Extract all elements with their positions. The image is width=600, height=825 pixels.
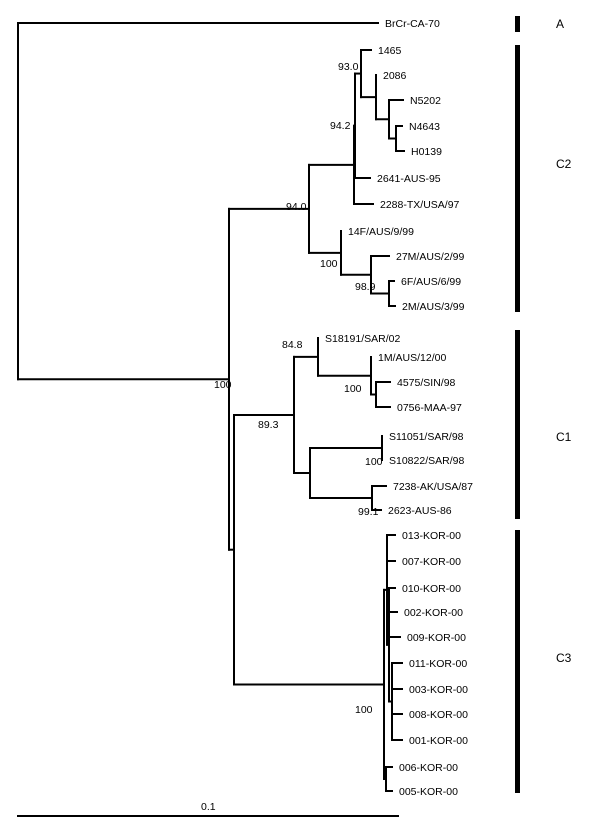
taxon-label-n5202: N5202 <box>410 95 441 107</box>
bootstrap-value: 100 <box>365 456 383 468</box>
taxon-label-2m-aus-3-99: 2M/AUS/3/99 <box>402 301 465 313</box>
clade-label-c3: C3 <box>556 651 572 665</box>
taxon-label-001-kor-00: 001-KOR-00 <box>409 735 468 747</box>
taxon-label-008-kor-00: 008-KOR-00 <box>409 709 468 721</box>
scale-bar: 0.1 <box>17 801 399 817</box>
taxon-label-002-kor-00: 002-KOR-00 <box>404 607 463 619</box>
bootstrap-value: 98.9 <box>355 281 376 293</box>
taxon-label-27m-aus-2-99: 27M/AUS/2/99 <box>396 251 464 263</box>
clade-bar-a <box>515 16 520 32</box>
taxon-label-s11051-sar-98: S11051/SAR/98 <box>389 431 464 443</box>
taxon-label-6f-aus-6-99: 6F/AUS/6/99 <box>401 276 461 288</box>
taxon-label-010-kor-00: 010-KOR-00 <box>402 583 461 595</box>
bootstrap-value: 93.0 <box>338 61 359 73</box>
taxon-label-2288-tx-usa-97: 2288-TX/USA/97 <box>380 199 460 211</box>
taxon-label-s18191-sar-02: S18191/SAR/02 <box>325 333 400 345</box>
taxon-label-s10822-sar-98: S10822/SAR/98 <box>389 455 464 467</box>
bootstrap-value: 94.2 <box>330 120 351 132</box>
taxon-label-n4643: N4643 <box>409 121 440 133</box>
clade-bar-c3 <box>515 530 520 793</box>
scale-label: 0.1 <box>201 801 216 813</box>
clade-label-a: A <box>556 17 564 31</box>
tree-branches <box>17 22 405 792</box>
bootstrap-value: 89.3 <box>258 419 279 431</box>
taxon-label-2641-aus-95: 2641-AUS-95 <box>377 173 441 185</box>
taxon-label-2623-aus-86: 2623-AUS-86 <box>388 505 452 517</box>
taxon-label-006-kor-00: 006-KOR-00 <box>399 762 458 774</box>
taxon-label-h0139: H0139 <box>411 146 442 158</box>
taxon-label-1465: 1465 <box>378 45 402 57</box>
taxon-label-0756-maa-97: 0756-MAA-97 <box>397 402 462 414</box>
taxon-label-2086: 2086 <box>383 70 407 82</box>
taxon-label-005-kor-00: 005-KOR-00 <box>399 786 458 798</box>
bootstrap-value: 100 <box>214 379 232 391</box>
bootstrap-value: 100 <box>355 704 373 716</box>
taxon-label-007-kor-00: 007-KOR-00 <box>402 556 461 568</box>
bootstrap-value: 94.0 <box>286 201 307 213</box>
bootstrap-value: 84.8 <box>282 339 303 351</box>
taxon-label-brcr-ca-70: BrCr-CA-70 <box>385 18 440 30</box>
bootstrap-value: 100 <box>344 383 362 395</box>
clade-label-c2: C2 <box>556 157 572 171</box>
clade-bar-c2 <box>515 45 520 312</box>
taxon-label-011-kor-00: 011-KOR-00 <box>409 658 467 670</box>
taxon-label-013-kor-00: 013-KOR-00 <box>402 530 461 542</box>
clade-label-c1: C1 <box>556 430 572 444</box>
taxon-label-7238-ak-usa-87: 7238-AK/USA/87 <box>393 481 473 493</box>
taxon-label-1m-aus-12-00: 1M/AUS/12/00 <box>378 352 446 364</box>
bootstrap-value: 99.1 <box>358 506 379 518</box>
bootstrap-value: 100 <box>320 258 338 270</box>
taxon-label-4575-sin-98: 4575/SIN/98 <box>397 377 456 389</box>
clade-bar-c1 <box>515 330 520 519</box>
taxon-label-003-kor-00: 003-KOR-00 <box>409 684 468 696</box>
taxon-label-14f-aus-9-99: 14F/AUS/9/99 <box>348 226 414 238</box>
taxon-label-009-kor-00: 009-KOR-00 <box>407 632 466 644</box>
